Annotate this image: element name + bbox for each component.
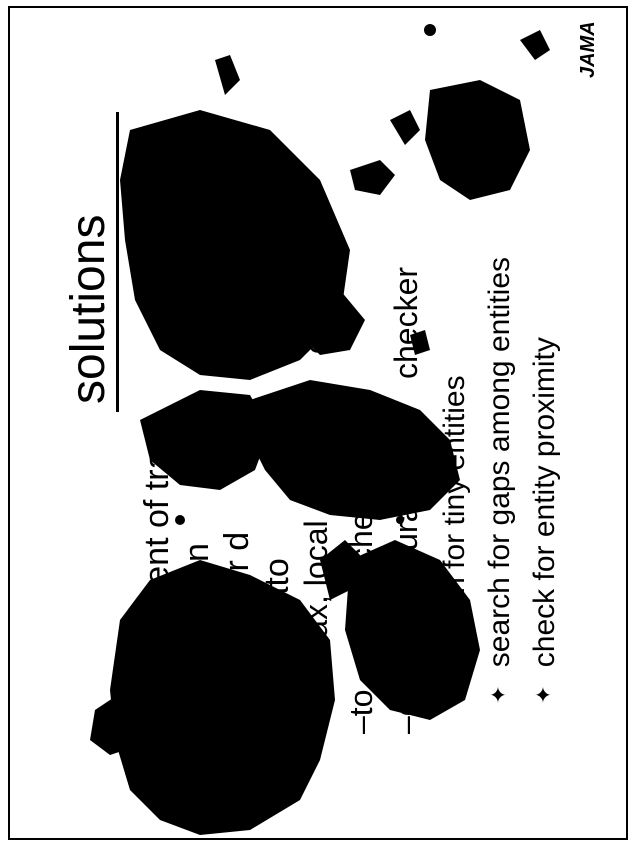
greenland-shape: [90, 690, 150, 755]
bullet-line-5-text: tax, local: [298, 520, 334, 647]
australia-shape: [425, 80, 530, 200]
europe-shape: [140, 390, 270, 490]
bullet-line-1: improvement of tra: [138, 450, 176, 734]
bullet-line-7-mid: try_accura: [388, 504, 424, 654]
diamond-bullet-icon: ✦: [441, 685, 466, 704]
indonesia-shape: [350, 160, 395, 195]
bullet-line-6: –to checke: [343, 463, 379, 734]
bullet-line-10: ✦ check for entity proximity: [528, 337, 561, 704]
south-america-shape: [345, 540, 480, 720]
japan-shape: [215, 55, 240, 95]
madagascar-shape: [410, 330, 430, 355]
islands-shape: [390, 110, 420, 145]
diamond-bullet-icon: ✦: [531, 685, 556, 704]
bullet-line-4: rule valuato: [258, 558, 296, 734]
bullet-line-6-mid: checke: [343, 462, 379, 564]
bullet-line-2-tail: file: [178, 125, 216, 169]
bullet-line-10-text: check for entity proximity: [528, 337, 561, 668]
diamond-bullet-icon: ✦: [304, 665, 329, 684]
africa-shape: [250, 380, 460, 520]
bullet-line-5-tail: obal rules: [298, 215, 334, 354]
bullet-line-7-text: –geo: [388, 662, 424, 734]
bullet-line-7-tail: checker: [388, 266, 424, 379]
jama-logo: JAMA: [577, 21, 599, 78]
bullet-line-2: tical rules on file: [178, 126, 216, 734]
diamond-bullet-icon: ✦: [486, 685, 511, 704]
title-underline: [116, 112, 119, 412]
bullet-line-3-text: port-tool for d: [218, 531, 256, 734]
slide-title: solutions: [62, 214, 115, 404]
bullet-line-9: ✦ search for gaps among entities: [483, 256, 516, 704]
bullet-line-5: ✦ tax, local obal rules: [298, 215, 334, 684]
new-zealand-shape: [520, 30, 550, 60]
slide-border: [8, 6, 628, 840]
bullet-line-8: ✦ search for tiny entities: [438, 375, 471, 704]
bullet-line-2-text: tical rules on: [178, 543, 216, 734]
india-shape: [300, 290, 365, 355]
bullet-line-7: –geo try_accura checker: [388, 267, 424, 734]
asia-shape: [120, 110, 350, 380]
bullet-line-3: port-tool for d: [218, 531, 256, 734]
bullet-line-8-text: search for tiny entities: [438, 375, 471, 668]
north-america-shape: [110, 560, 335, 835]
bullet-line-4-text: rule valuato: [258, 558, 296, 734]
bullet-line-1-text: improvement of tra: [138, 450, 176, 734]
bullet-line-9-text: search for gaps among entities: [483, 256, 516, 668]
bullet-line-6-text: –to: [343, 689, 379, 734]
